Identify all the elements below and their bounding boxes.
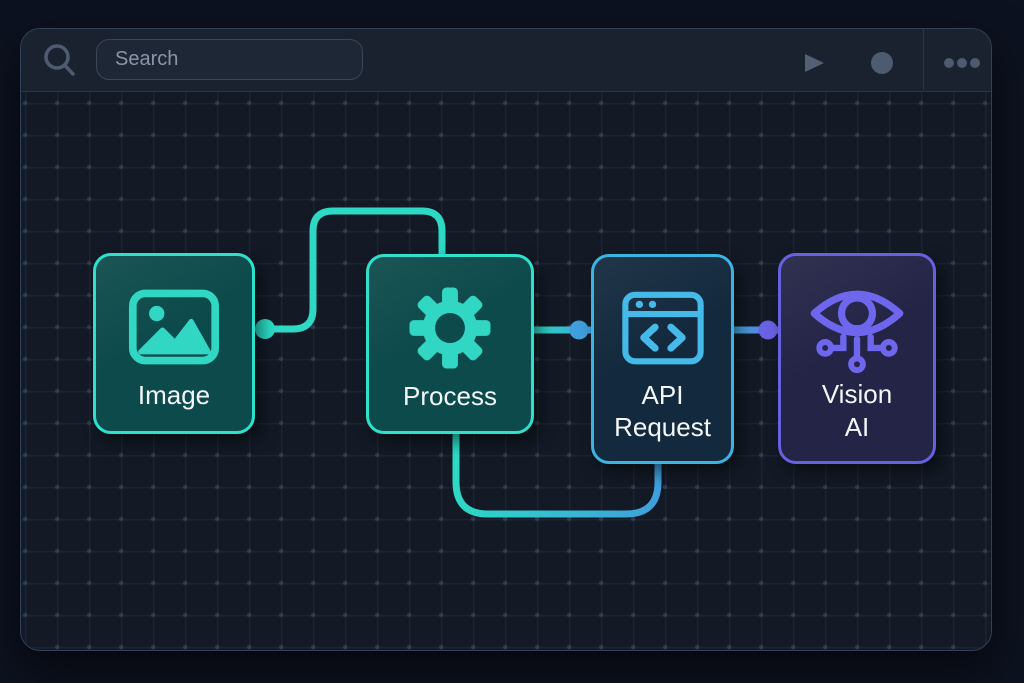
ellipsis-icon[interactable] bbox=[944, 58, 980, 68]
search-input[interactable] bbox=[97, 48, 362, 71]
node-label: Process bbox=[403, 369, 497, 431]
search-icon[interactable] bbox=[43, 42, 77, 78]
port-image-output[interactable] bbox=[255, 319, 275, 339]
search-box bbox=[96, 39, 363, 80]
browser-code-icon bbox=[621, 290, 705, 366]
toolbar bbox=[21, 29, 991, 92]
record-circle-icon[interactable] bbox=[871, 52, 893, 74]
port-vision-input[interactable] bbox=[759, 321, 778, 340]
toolbar-divider bbox=[923, 29, 924, 91]
eye-circuit-icon bbox=[807, 279, 907, 375]
play-icon[interactable] bbox=[803, 53, 825, 73]
node-label: API Request bbox=[614, 369, 711, 461]
node-image[interactable]: Image bbox=[93, 253, 255, 434]
node-label: Vision AI bbox=[822, 368, 892, 461]
node-api-request[interactable]: API Request bbox=[591, 254, 734, 464]
image-icon bbox=[128, 288, 220, 366]
node-label: Image bbox=[138, 368, 210, 431]
gear-icon bbox=[406, 284, 494, 372]
node-vision-ai[interactable]: Vision AI bbox=[778, 253, 936, 464]
app-window: Image bbox=[20, 28, 992, 651]
flow-canvas[interactable]: Image bbox=[21, 92, 991, 650]
port-api-input[interactable] bbox=[570, 321, 589, 340]
node-process[interactable]: Process bbox=[366, 254, 534, 434]
